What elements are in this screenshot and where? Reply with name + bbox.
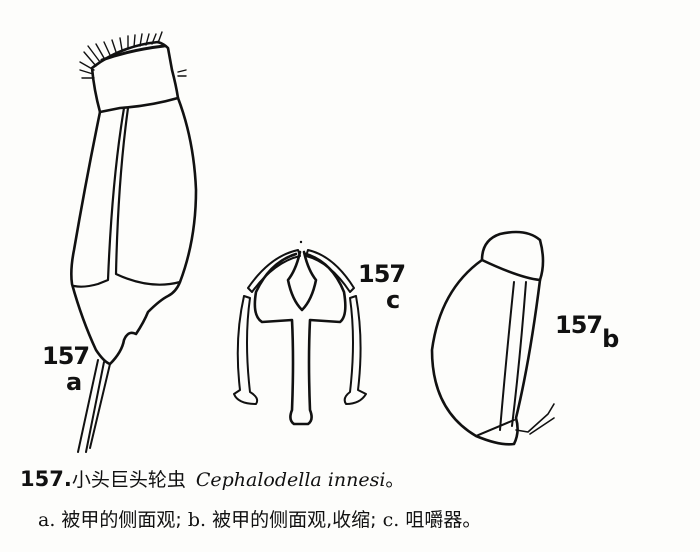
figure-b-lorica-contracted [430,230,555,446]
caption-c-text: 咀嚼器。 [405,509,482,531]
illustration-drawings [70,31,555,453]
caption-b-letter: b. [187,509,207,531]
label-157c: 157 c [358,260,406,314]
label-number: 157 [358,260,406,288]
label-number: 157 [555,311,603,339]
caption-title: 157.小头巨头轮虫 Cephalodella innesi。 [20,465,404,492]
caption-latin-name: Cephalodella innesi [195,469,386,491]
label-letter: a [66,368,83,396]
corona-cilia [79,31,187,79]
label-157a: 157 a [42,342,90,396]
label-letter: b [602,325,620,353]
caption-end-mark: 。 [385,469,405,491]
caption-a-text: 被甲的侧面观; [61,509,182,531]
figure-a-lorica-lateral-view [70,31,198,453]
caption-c-letter: c. [382,509,400,531]
figure-c-trophi [233,240,367,426]
caption-figure-number: 157. [20,467,72,491]
label-number: 157 [42,342,90,370]
caption-b-text: 被甲的侧面观,收缩; [212,509,377,531]
caption-panel-descriptions: a. 被甲的侧面观; b. 被甲的侧面观,收缩; c. 咀嚼器。 [38,505,481,532]
label-letter: c [386,286,401,314]
caption-chinese-name: 小头巨头轮虫 [71,469,186,491]
label-157b: 157b [555,311,619,351]
caption-a-letter: a. [38,509,56,531]
